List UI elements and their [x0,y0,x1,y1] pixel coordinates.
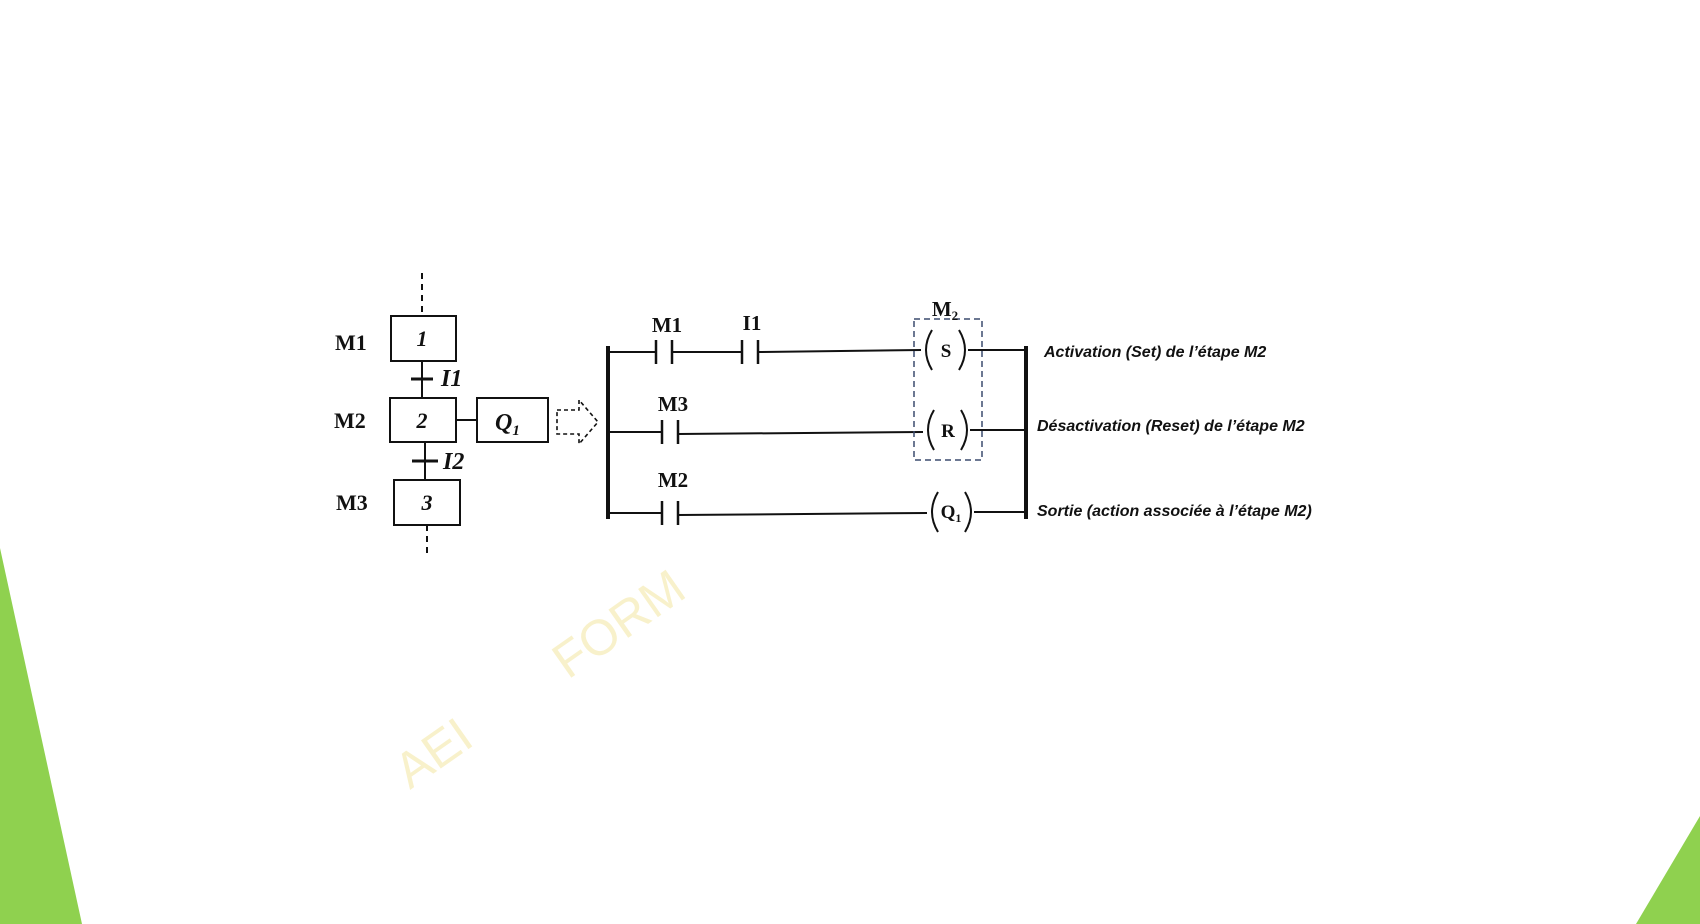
step-label-m3: M3 [336,490,368,515]
coil-reset-r[interactable]: R [941,421,955,442]
transition-label-i2: I2 [442,449,464,475]
left-green-accent [0,548,82,924]
rung-3-description: Sortie (action associée à l’étape M2) [1037,503,1312,520]
action-label-q1: Q1 [495,410,520,439]
coil-output-q1[interactable]: Q1 [941,502,962,525]
transition-label-i1: I1 [440,366,462,392]
step-number-1: 1 [417,326,428,351]
coil-group-dashed-box [913,318,983,461]
rung-2 [608,409,1026,451]
step-number-3: 3 [421,490,433,515]
ladder-diagram [606,318,1028,533]
watermark-word-aei: AEI [384,707,482,799]
right-green-accent [1636,816,1700,924]
contact-label-m2: M2 [658,468,688,492]
step-box-3[interactable] [393,479,461,526]
contact-label-i1: I1 [743,311,762,335]
rung-1-description: Activation (Set) de l’étape M2 [1043,344,1266,361]
conversion-arrow-icon [556,397,600,447]
watermark-word-form: FORM [542,559,695,689]
coil-set-s[interactable]: S [941,341,952,362]
grafcet [389,273,549,558]
action-box-q1[interactable] [476,397,549,443]
rung-2-description: Désactivation (Reset) de l’étape M2 [1037,418,1305,435]
step-label-m2: M2 [334,408,366,433]
rung-3 [608,491,1026,533]
watermark: AEI FORM [384,559,695,799]
coil-group-label-m2: M2 [932,297,958,323]
rung-1 [608,329,1026,371]
contact-label-m1: M1 [652,313,682,337]
contact-label-m3: M3 [658,392,688,416]
step-box-1[interactable] [390,315,457,362]
step-label-m1: M1 [335,330,367,355]
step-number-2: 2 [416,408,428,433]
